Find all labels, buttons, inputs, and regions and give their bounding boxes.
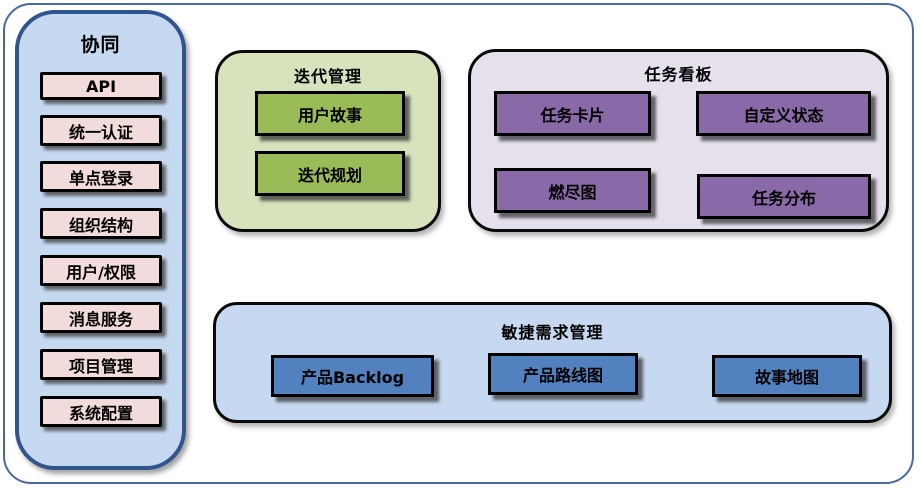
node-story-map: 故事地图 — [712, 355, 862, 397]
node-product-roadmap: 产品路线图 — [488, 353, 638, 395]
sidebar-item-api: API — [40, 72, 162, 100]
node-iteration-planning: 迭代规划 — [255, 151, 405, 196]
sidebar-item-unified-auth: 统一认证 — [40, 115, 162, 146]
sidebar-item-system-config: 系统配置 — [40, 396, 162, 427]
node-product-backlog: 产品Backlog — [271, 355, 434, 397]
node-user-story: 用户故事 — [255, 91, 405, 136]
sidebar-item-org-structure: 组织结构 — [40, 208, 162, 239]
sidebar-item-project-management: 项目管理 — [40, 349, 162, 380]
group-task-board: 任务看板 任务卡片 自定义状态 燃尽图 任务分布 — [468, 49, 889, 232]
sidebar-item-user-permission: 用户/权限 — [40, 255, 162, 286]
group-iteration-title: 迭代管理 — [293, 67, 362, 86]
sidebar-collaboration: 协同 API 统一认证 单点登录 组织结构 用户/权限 消息服务 项目管理 系统… — [15, 10, 186, 470]
group-iteration-management: 迭代管理 用户故事 迭代规划 — [215, 50, 441, 232]
node-custom-status: 自定义状态 — [696, 91, 871, 136]
sidebar-item-sso: 单点登录 — [40, 161, 162, 192]
node-task-card: 任务卡片 — [494, 91, 651, 136]
group-agile-title: 敏捷需求管理 — [501, 323, 604, 342]
node-task-distribution: 任务分布 — [697, 174, 871, 219]
node-burndown-chart: 燃尽图 — [494, 168, 651, 213]
sidebar-item-message-service: 消息服务 — [40, 302, 162, 333]
group-kanban-title: 任务看板 — [644, 65, 713, 84]
sidebar-title: 协同 — [80, 34, 121, 56]
group-agile-requirements: 敏捷需求管理 产品Backlog 产品路线图 故事地图 — [213, 302, 892, 423]
